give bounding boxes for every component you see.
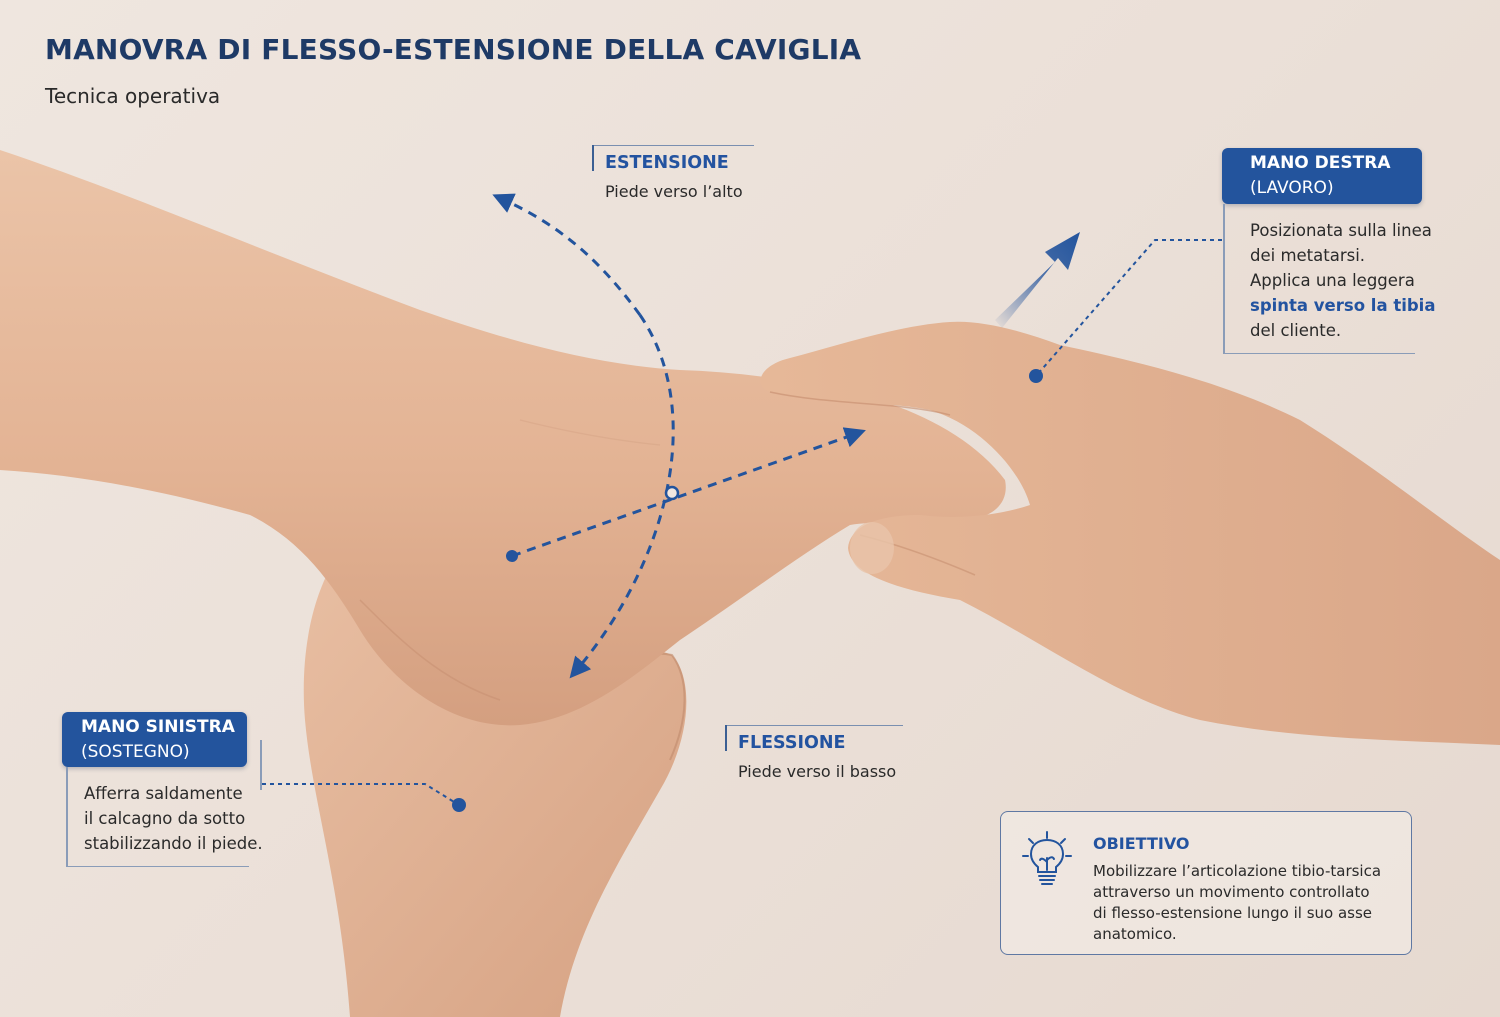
right-hand-text: Posizionata sulla linea dei metatarsi. A… <box>1250 218 1435 343</box>
flexion-title: FLESSIONE <box>738 733 846 753</box>
lightbulb-icon <box>1022 831 1072 885</box>
left-hand-text: Afferra saldamente il calcagno da sotto … <box>84 781 263 856</box>
right-hand-badge: MANO DESTRA (LAVORO) <box>1222 148 1422 204</box>
left-hand-line-3: stabilizzando il piede. <box>84 834 263 853</box>
goal-box: OBIETTIVO Mobilizzare l’articolazione ti… <box>1000 811 1412 955</box>
goal-title: OBIETTIVO <box>1093 834 1190 853</box>
flexion-description: Piede verso il basso <box>738 762 897 781</box>
right-hand-line-3: Applica una leggera <box>1250 271 1415 290</box>
right-hand-line-1: Posizionata sulla linea <box>1250 221 1432 240</box>
right-hand-title: MANO DESTRA <box>1250 153 1391 173</box>
extension-title: ESTENSIONE <box>605 153 729 173</box>
right-hand-highlight: spinta verso la tibia <box>1250 296 1436 315</box>
goal-line-1: Mobilizzare l’articolazione tibio-tarsic… <box>1093 862 1382 880</box>
right-hand-subtitle: (LAVORO) <box>1250 178 1334 198</box>
right-hand-line-2: dei metatarsi. <box>1250 246 1366 265</box>
goal-line-2: attraverso un movimento controllato <box>1093 883 1370 901</box>
left-hand-badge: MANO SINISTRA (SOSTEGNO) <box>62 712 247 767</box>
right-hand <box>760 321 1500 745</box>
goal-text: Mobilizzare l’articolazione tibio-tarsic… <box>1093 861 1381 945</box>
page-title: MANOVRA DI FLESSO-ESTENSIONE DELLA CAVIG… <box>45 33 862 66</box>
page-subtitle: Tecnica operativa <box>45 84 221 108</box>
left-hand-line-2: il calcagno da sotto <box>84 809 246 828</box>
leg-and-foot <box>0 150 1006 726</box>
left-hand-title: MANO SINISTRA <box>81 717 235 737</box>
goal-line-4: anatomico. <box>1093 925 1177 943</box>
goal-line-3: di flesso-estensione lungo il suo asse <box>1093 904 1373 922</box>
right-hand-line-5: del cliente. <box>1250 321 1342 340</box>
extension-description: Piede verso l’alto <box>605 182 743 201</box>
left-hand-line-1: Afferra saldamente <box>84 784 243 803</box>
left-hand-subtitle: (SOSTEGNO) <box>81 742 190 762</box>
